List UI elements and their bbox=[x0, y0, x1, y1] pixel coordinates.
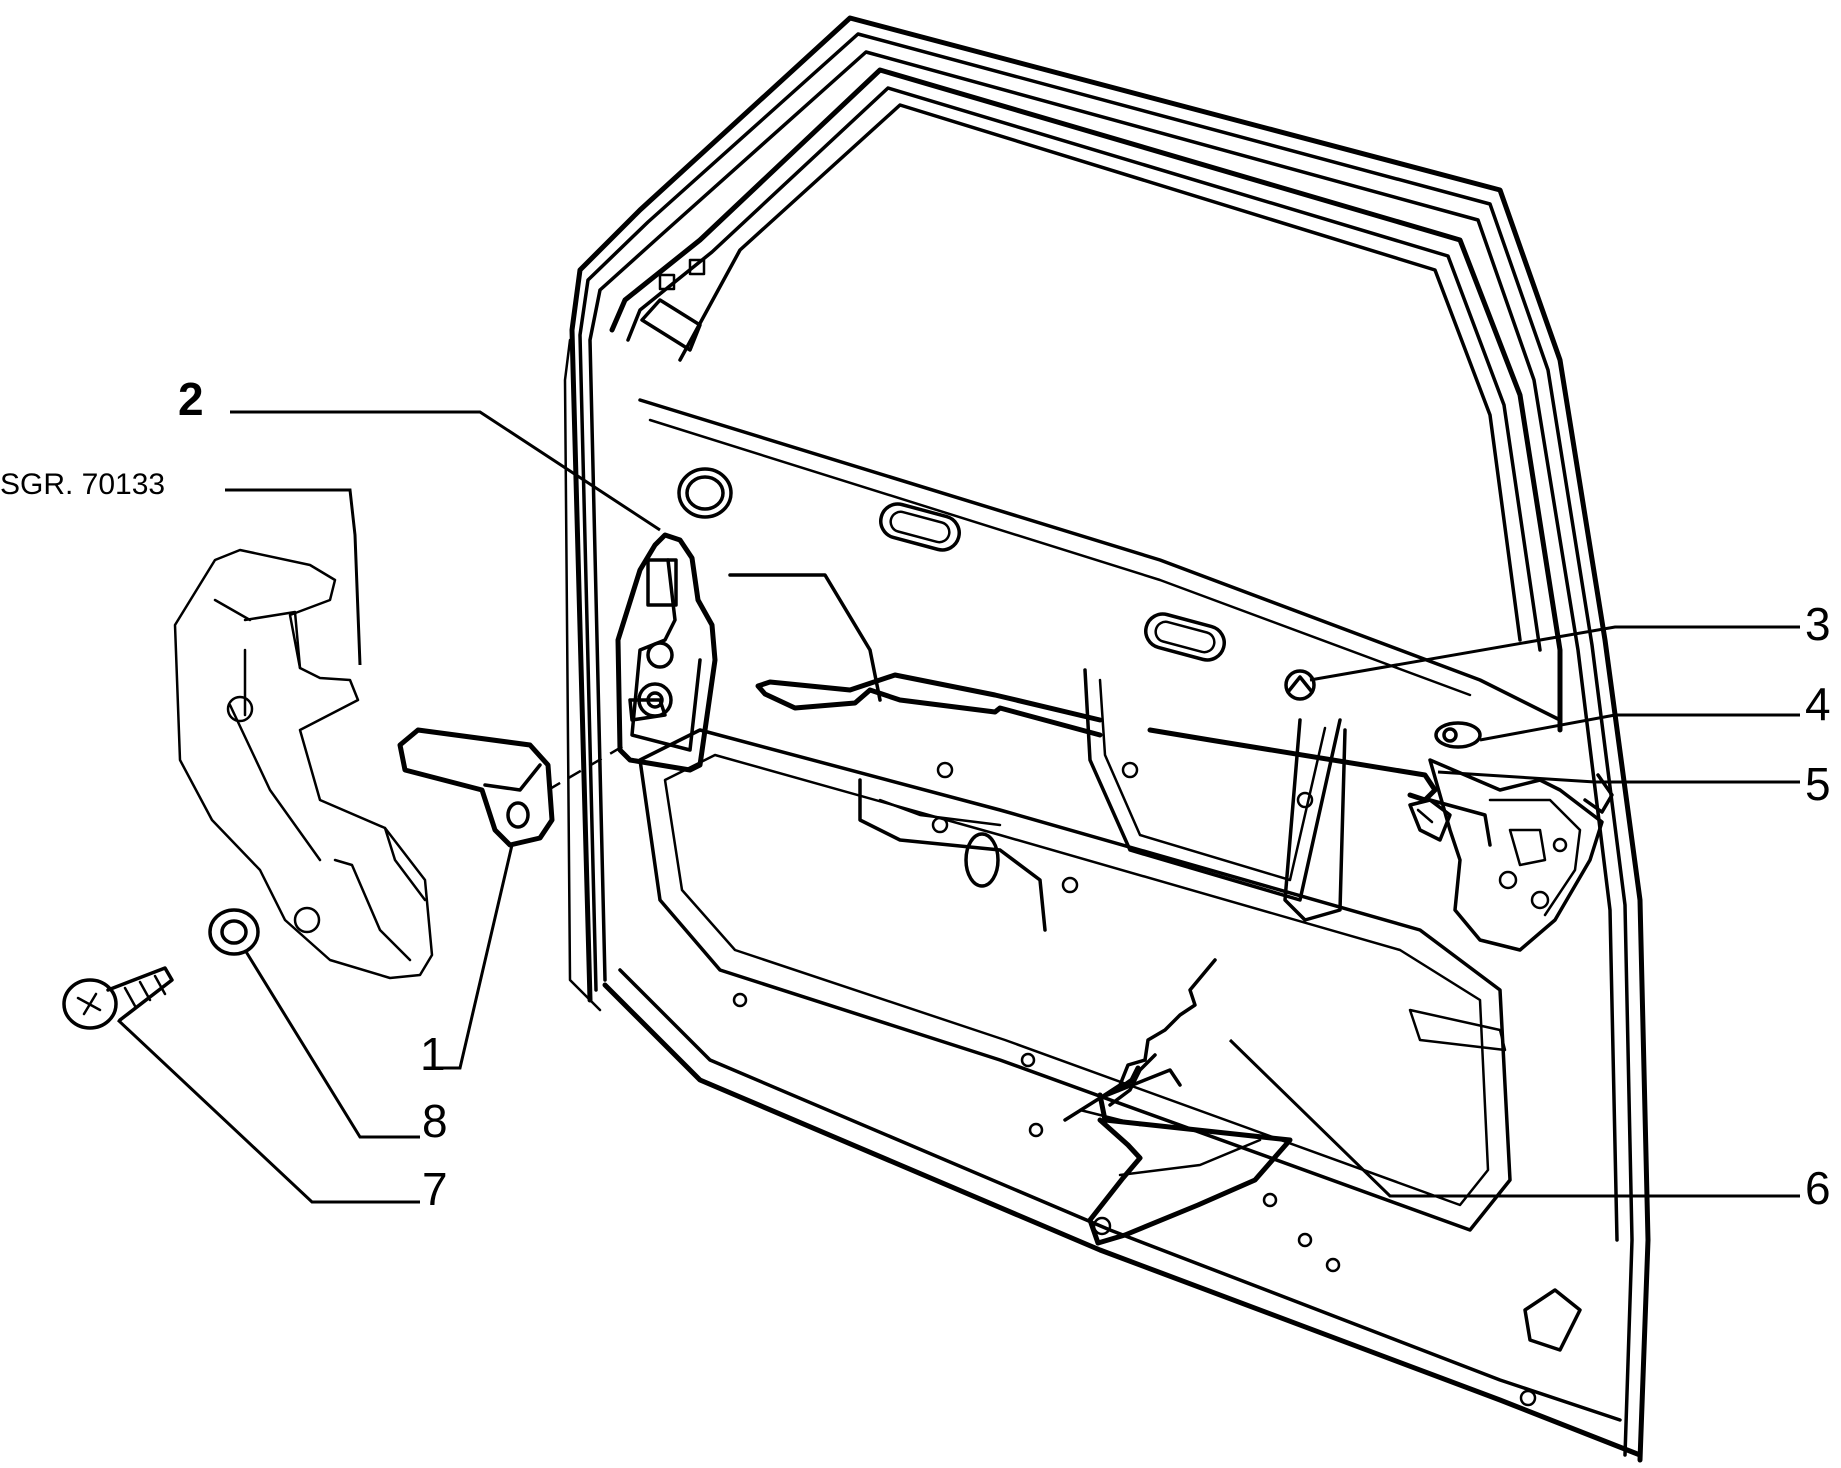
leader-2 bbox=[230, 410, 661, 532]
callout-7: 7 bbox=[422, 1163, 448, 1215]
leader-4 bbox=[1479, 713, 1800, 742]
door-shell bbox=[563, 15, 1651, 1463]
assembly-axis-line bbox=[547, 743, 626, 792]
leader-5 bbox=[1437, 770, 1800, 784]
callout-2: 2 bbox=[178, 373, 204, 425]
part-6-cable bbox=[1063, 958, 1293, 1246]
part-2-handle-bracket bbox=[615, 532, 718, 773]
callout-labels: 2 SGR. 70133 1 8 7 3 4 5 6 bbox=[0, 373, 1831, 1215]
callout-sgr-70133: SGR. 70133 bbox=[0, 468, 165, 501]
trim-panel-sgr-70133 bbox=[173, 548, 434, 980]
callout-4: 4 bbox=[1805, 678, 1831, 730]
door-latch-assembly bbox=[1408, 758, 1614, 952]
callout-8: 8 bbox=[422, 1095, 448, 1147]
leader-8 bbox=[243, 949, 420, 1139]
leader-3 bbox=[1309, 625, 1800, 682]
callout-3: 3 bbox=[1805, 598, 1831, 650]
part-1-lever bbox=[397, 727, 555, 848]
callout-1: 1 bbox=[420, 1028, 446, 1080]
callout-6: 6 bbox=[1805, 1162, 1831, 1214]
part-3-clip bbox=[1284, 669, 1316, 701]
leader-lines bbox=[116, 410, 1800, 1204]
leader-7 bbox=[116, 1018, 420, 1204]
part-7-screw bbox=[62, 966, 174, 1030]
part-5-control-rod bbox=[755, 672, 1438, 803]
leader-1 bbox=[440, 844, 514, 1070]
part-8-washer bbox=[208, 908, 260, 956]
leader-ref bbox=[225, 488, 362, 666]
callout-5: 5 bbox=[1805, 758, 1831, 810]
leader-6 bbox=[1228, 1038, 1800, 1198]
part-4-clip bbox=[1434, 721, 1482, 749]
